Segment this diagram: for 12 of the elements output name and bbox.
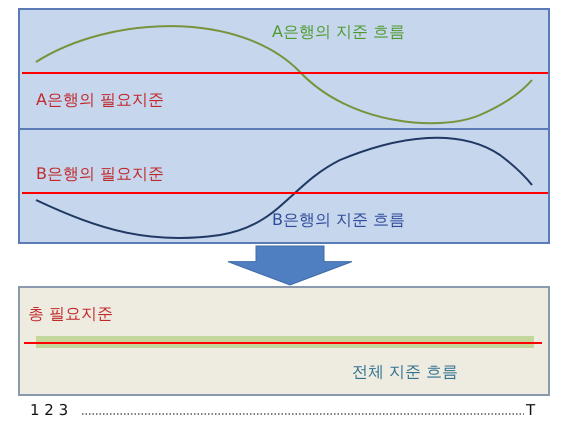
time-axis-label: 1 2 3 bbox=[30, 400, 68, 420]
chart-panel bbox=[20, 128, 548, 242]
chart-panel bbox=[18, 286, 550, 396]
line-label: 총 필요지준 bbox=[28, 304, 114, 324]
time-axis-label: T bbox=[526, 400, 536, 420]
line-label: B은행의 필요지준 bbox=[36, 164, 164, 184]
curve-label: 전체 지준 흐름 bbox=[352, 362, 458, 382]
block-arrow bbox=[228, 246, 352, 286]
line-label: A은행의 필요지준 bbox=[36, 90, 164, 110]
curve-label: A은행의 지준 흐름 bbox=[272, 22, 406, 42]
diagram-box bbox=[18, 8, 550, 244]
curve-label: B은행의 지준 흐름 bbox=[272, 210, 406, 230]
